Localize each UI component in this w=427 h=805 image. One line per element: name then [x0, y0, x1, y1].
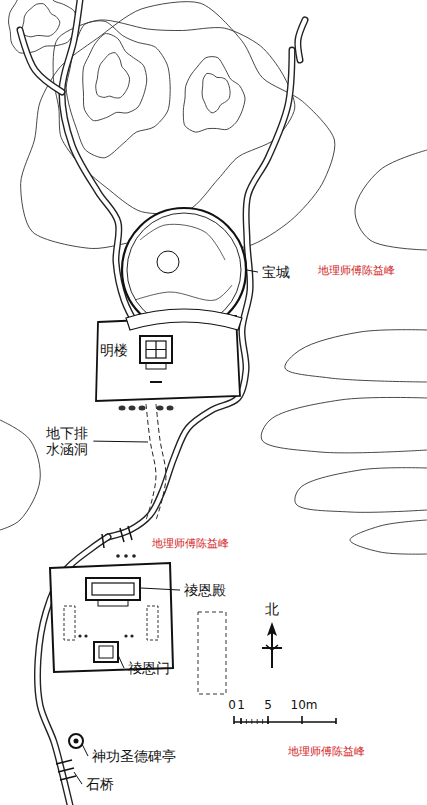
drain-culvert — [146, 404, 156, 520]
contour-line — [285, 330, 427, 382]
bright-tower-core — [146, 341, 166, 358]
place-name: 祾恩门 — [128, 660, 170, 676]
hall-gate — [94, 642, 118, 662]
contour-line — [96, 53, 130, 98]
contour-line — [140, 224, 225, 260]
precious-city-wall — [122, 208, 246, 332]
stream-bank — [20, 30, 62, 92]
place-name: 地下排水涵洞 — [46, 425, 89, 457]
contour-line — [83, 34, 147, 121]
scale-ticks — [241, 719, 268, 724]
watermark: 地理师傅陈益峰 — [286, 746, 367, 759]
bridge-mark — [128, 526, 132, 540]
leader-line — [93, 441, 148, 443]
contour-line — [355, 150, 427, 250]
stone-offering — [119, 406, 126, 411]
stele-pavilion-core — [74, 739, 79, 744]
tower-steps — [146, 363, 166, 369]
square-platform — [96, 316, 240, 401]
leader-line — [82, 744, 88, 756]
leader-line — [141, 588, 180, 590]
outer-site — [198, 612, 226, 694]
bridge-mark — [56, 760, 72, 764]
contour-line — [66, 21, 170, 158]
scale-number: 5 — [264, 699, 272, 713]
place-name: 神功圣德碑亭 — [92, 748, 176, 764]
stone-offering — [129, 406, 136, 411]
drain-culvert — [156, 404, 166, 520]
stele-pavilion — [69, 734, 83, 748]
contour-line — [261, 397, 427, 452]
stone-offering — [157, 406, 164, 411]
north-arrow — [266, 645, 278, 650]
stream-bed — [108, 50, 292, 537]
contour-line — [295, 468, 427, 513]
bright-tower-grid — [146, 341, 166, 358]
contour-line — [0, 420, 40, 530]
stone-marker — [124, 634, 127, 637]
sacrifice-hall — [86, 578, 140, 600]
stream-bed — [298, 20, 305, 60]
watermark: 地理师傅陈益峰 — [316, 265, 397, 278]
north-label: 北 — [265, 601, 279, 617]
stone-marker — [78, 634, 81, 637]
leader-line — [247, 270, 258, 272]
stone-marker — [130, 634, 133, 637]
scale-number: 10m — [291, 699, 318, 713]
leader-line — [118, 655, 124, 668]
tumulus-top — [157, 251, 179, 273]
hall-platform — [98, 600, 128, 606]
stream-bank — [108, 50, 292, 537]
bright-tower — [140, 336, 172, 363]
place-name: 石桥 — [86, 776, 114, 792]
bridge-mark — [58, 768, 74, 772]
contour-line — [135, 285, 232, 301]
scale-bar — [234, 716, 336, 724]
stream-bank — [298, 20, 305, 60]
compound-wall — [50, 563, 173, 672]
stone-marker — [116, 554, 120, 558]
hall-gate-inner — [99, 646, 113, 658]
bridge-mark — [120, 528, 124, 542]
stone-marker — [124, 554, 128, 558]
place-name: 明楼 — [100, 342, 128, 358]
contour-line — [350, 520, 427, 554]
stone-marker — [132, 554, 136, 558]
contour-line — [9, 0, 77, 53]
contour-line — [183, 57, 245, 133]
bridge-mark — [60, 776, 76, 780]
scale-number: 0 — [228, 699, 236, 713]
altar-mark — [150, 381, 162, 383]
place-name: 祾恩殿 — [184, 582, 226, 598]
contour-line — [202, 73, 230, 113]
scale-number: 1 — [237, 699, 245, 713]
crescent-wall — [126, 309, 242, 330]
stream-bed — [20, 30, 62, 92]
bridge-mark — [102, 534, 104, 548]
side-hall-site — [64, 606, 75, 640]
place-name: 宝城 — [262, 264, 290, 280]
leader-line — [74, 772, 82, 784]
north-arrow — [262, 632, 282, 668]
side-hall-site — [147, 606, 158, 640]
sacrifice-hall-inner — [92, 583, 134, 595]
stone-offering — [139, 406, 146, 411]
watermark: 地理师傅陈益峰 — [150, 538, 231, 551]
contour-line — [22, 4, 59, 37]
stone-offering — [167, 406, 174, 411]
stone-marker — [84, 634, 87, 637]
